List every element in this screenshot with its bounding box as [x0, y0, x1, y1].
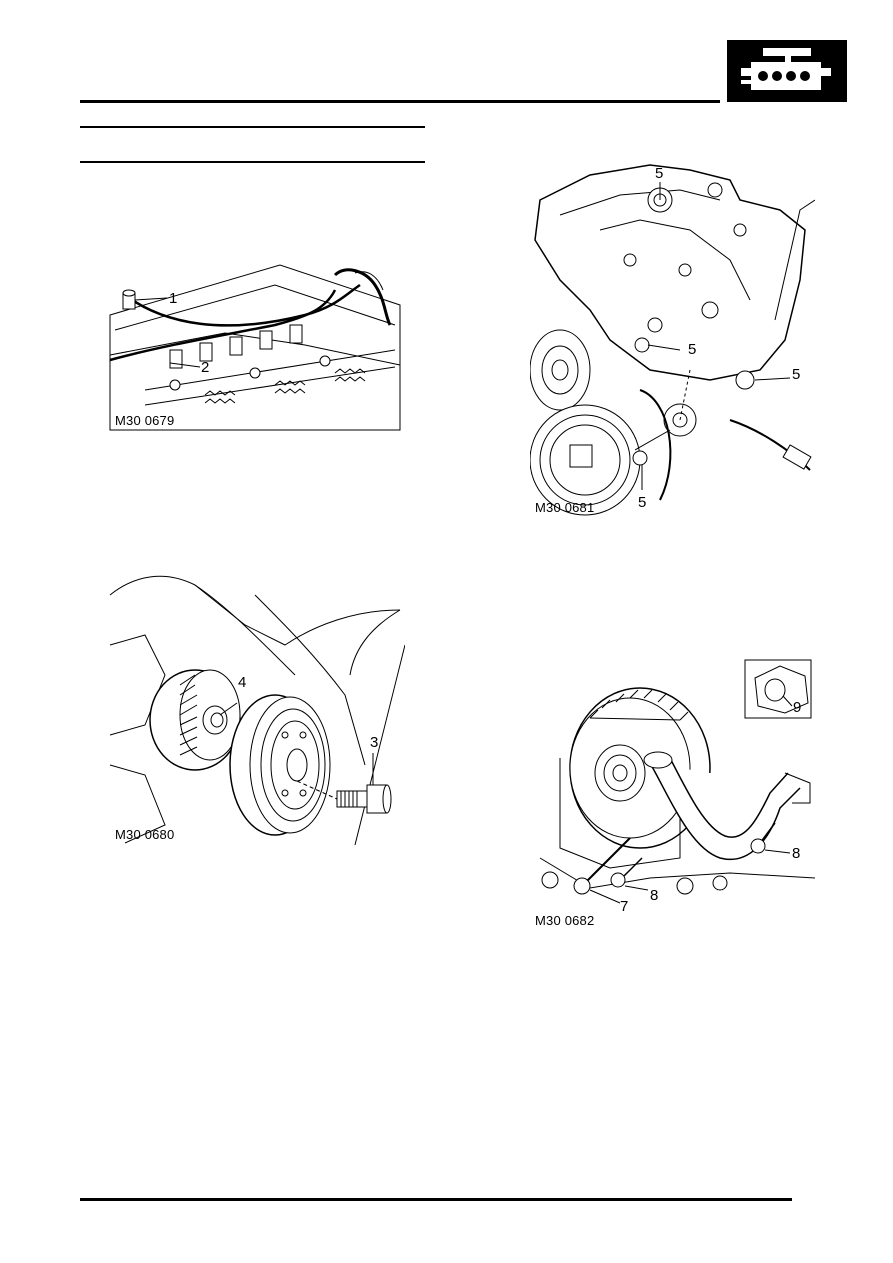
callout-1: 1 — [169, 290, 178, 307]
engine-section-icon — [727, 40, 847, 102]
idler-pulley-illustration — [109, 575, 405, 845]
left-heading-rule-top — [80, 126, 425, 128]
callout-9: 9 — [793, 699, 802, 716]
footer-rule — [80, 1198, 792, 1201]
callout-2: 2 — [201, 359, 210, 376]
alternator-pipe-illustration — [539, 659, 815, 904]
callout-8-right: 8 — [792, 845, 801, 862]
engine-icon — [741, 48, 831, 90]
figure-caption: M30 0681 — [535, 500, 595, 515]
figure-caption: M30 0679 — [115, 413, 175, 428]
left-heading-rule-bottom — [80, 161, 425, 163]
accessory-bracket-illustration — [530, 164, 815, 516]
callout-3: 3 — [370, 734, 379, 751]
callout-8-left: 8 — [650, 887, 659, 904]
header-rule — [80, 100, 720, 103]
callout-7: 7 — [620, 898, 629, 915]
injector-harness-illustration — [109, 264, 401, 431]
figure-injector-harness: 1 2 M30 0679 — [105, 255, 405, 435]
figure-idler-pulley: 4 3 M30 0680 — [105, 565, 405, 845]
figure-accessory-bracket: 5 5 5 5 M30 0681 — [530, 160, 815, 520]
callout-5-bottom: 5 — [638, 494, 647, 511]
figure-caption: M30 0682 — [535, 913, 595, 928]
figure-alternator-pipe: 9 8 7 8 M30 0682 — [530, 658, 815, 933]
callout-5-right: 5 — [792, 366, 801, 383]
callout-5-top: 5 — [655, 165, 664, 182]
callout-5-middle: 5 — [688, 341, 697, 358]
callout-4: 4 — [238, 674, 247, 691]
figure-caption: M30 0680 — [115, 827, 175, 842]
